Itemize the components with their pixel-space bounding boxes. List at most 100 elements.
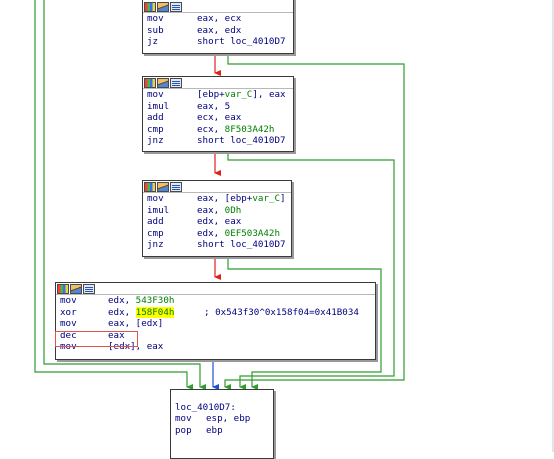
asm-line[interactable]: xor edx, 158F04h ; 0x543f30^0x158f04=0x41B…: [56, 306, 375, 319]
operand: eax, [ebp+var_C]: [197, 193, 286, 205]
asm-line[interactable]: mov esp, ebp: [171, 413, 273, 425]
asm-line[interactable]: cmp edx, 0EF503A42h: [143, 228, 291, 240]
mnemonic: mov: [147, 13, 164, 24]
stack-variable[interactable]: var_C: [252, 193, 280, 204]
code-block-loc-4010D7[interactable]: loc_4010D7:mov esp, ebp pop ebp: [170, 389, 274, 459]
operand: edx, 158F04h: [108, 306, 175, 319]
operand-text: edx,: [108, 306, 136, 318]
mnemonic: mov: [147, 193, 164, 204]
node-listing-icon[interactable]: [170, 182, 182, 192]
mnemonic: add: [147, 216, 164, 228]
operand-text: eax,: [197, 204, 225, 216]
operand: eax, ecx: [197, 13, 241, 25]
color-palette-icon[interactable]: [57, 284, 69, 294]
asm-line[interactable]: add edx, eax: [143, 216, 291, 228]
edge-false-left-outer: [34, 0, 193, 390]
mnemonic: dec: [60, 329, 77, 341]
asm-line[interactable]: [171, 390, 273, 402]
edge-false-left-inner: [43, 0, 206, 390]
asm-line[interactable]: mov eax, [ebp+var_C]: [143, 193, 291, 205]
operand: short loc_4010D7: [197, 135, 286, 147]
operand-text: eax, ecx: [197, 13, 242, 24]
operand-text: esp, ebp: [206, 413, 251, 425]
edit-node-icon[interactable]: [157, 2, 169, 12]
asm-line[interactable]: jz short loc_4010D7: [143, 36, 293, 48]
block-header-toolbar: [143, 1, 293, 13]
operand: eax, [edx]: [108, 318, 163, 330]
mnemonic: jnz: [147, 135, 164, 147]
operand-text: eax, [ebp+: [197, 193, 253, 204]
mnemonic: imul: [147, 204, 170, 216]
immediate-value: 543F30h: [135, 295, 175, 306]
asm-line[interactable]: imul eax, 0Dh: [143, 205, 291, 217]
operand-text: eax, 5: [197, 100, 231, 112]
operand-tail: ], eax: [252, 89, 286, 100]
edge-false-node2: [227, 152, 395, 390]
dec-eax-marker-box: [55, 331, 138, 347]
operand: short loc_4010D7: [197, 36, 286, 48]
operand: edx, eax: [197, 216, 241, 228]
operand-text: [ebp+: [197, 89, 225, 100]
mnemonic: jnz: [147, 239, 164, 251]
highlighted-immediate[interactable]: 158F04h: [135, 306, 175, 318]
mnemonic: add: [147, 112, 164, 124]
edit-node-icon[interactable]: [157, 78, 169, 88]
mnemonic: mov: [60, 318, 77, 330]
mnemonic: cmp: [147, 227, 164, 239]
edit-node-icon[interactable]: [157, 182, 169, 192]
immediate-value: 0EF503A42h: [224, 227, 280, 239]
operand: edx, 543F30h: [108, 295, 174, 307]
mnemonic: xor: [60, 306, 77, 318]
operand-text: ebp: [206, 424, 223, 436]
asm-line[interactable]: pop ebp: [171, 425, 273, 437]
code-comment: ; 0x543f30^0x158f04=0x41B034: [204, 306, 359, 318]
mnemonic: cmp: [147, 123, 164, 135]
operand-text: ecx,: [197, 123, 225, 135]
operand-tail: ]: [280, 193, 286, 204]
code-label[interactable]: loc_4010D7:: [175, 401, 236, 413]
operand: eax: [108, 330, 125, 342]
operand: eax, 0Dh: [197, 205, 241, 217]
operand: ebp: [206, 425, 223, 437]
operand: ecx, eax: [197, 112, 241, 124]
operand: [ebp+var_C], eax: [197, 89, 286, 101]
mnemonic: pop: [175, 424, 192, 436]
node-listing-icon[interactable]: [83, 284, 95, 294]
operand: edx, 0EF503A42h: [197, 228, 280, 240]
edit-node-icon[interactable]: [70, 284, 82, 294]
color-palette-icon[interactable]: [144, 2, 156, 12]
asm-line[interactable]: add ecx, eax: [143, 112, 293, 124]
color-palette-icon[interactable]: [144, 78, 156, 88]
operand-text: short loc_4010D7: [197, 135, 286, 147]
asm-line[interactable]: jnz short loc_4010D7: [143, 135, 293, 147]
operand-text: edx,: [108, 295, 136, 306]
asm-line[interactable]: loc_4010D7:: [171, 402, 273, 414]
edge-false-node3: [227, 257, 382, 390]
node-listing-icon[interactable]: [170, 2, 182, 12]
asm-line[interactable]: mov eax, ecx: [143, 13, 293, 25]
block-header-toolbar: [56, 283, 375, 295]
operand-text: eax, edx: [197, 24, 242, 36]
asm-line[interactable]: mov[ebp+var_C], eax: [143, 89, 293, 101]
asm-line[interactable]: mov eax, [edx]: [56, 318, 375, 330]
mnemonic: mov: [175, 413, 192, 425]
block-header-toolbar: [143, 181, 291, 193]
color-palette-icon[interactable]: [144, 182, 156, 192]
block-header-toolbar: [143, 77, 293, 89]
asm-line[interactable]: dec eax: [56, 330, 375, 342]
operand: short loc_4010D7: [197, 239, 286, 251]
mnemonic: jz: [147, 36, 159, 48]
operand-text: eax, [edx]: [108, 318, 164, 330]
stack-variable[interactable]: var_C: [224, 89, 253, 100]
asm-line[interactable]: jnz short loc_4010D7: [143, 239, 291, 251]
node-listing-icon[interactable]: [170, 78, 182, 88]
